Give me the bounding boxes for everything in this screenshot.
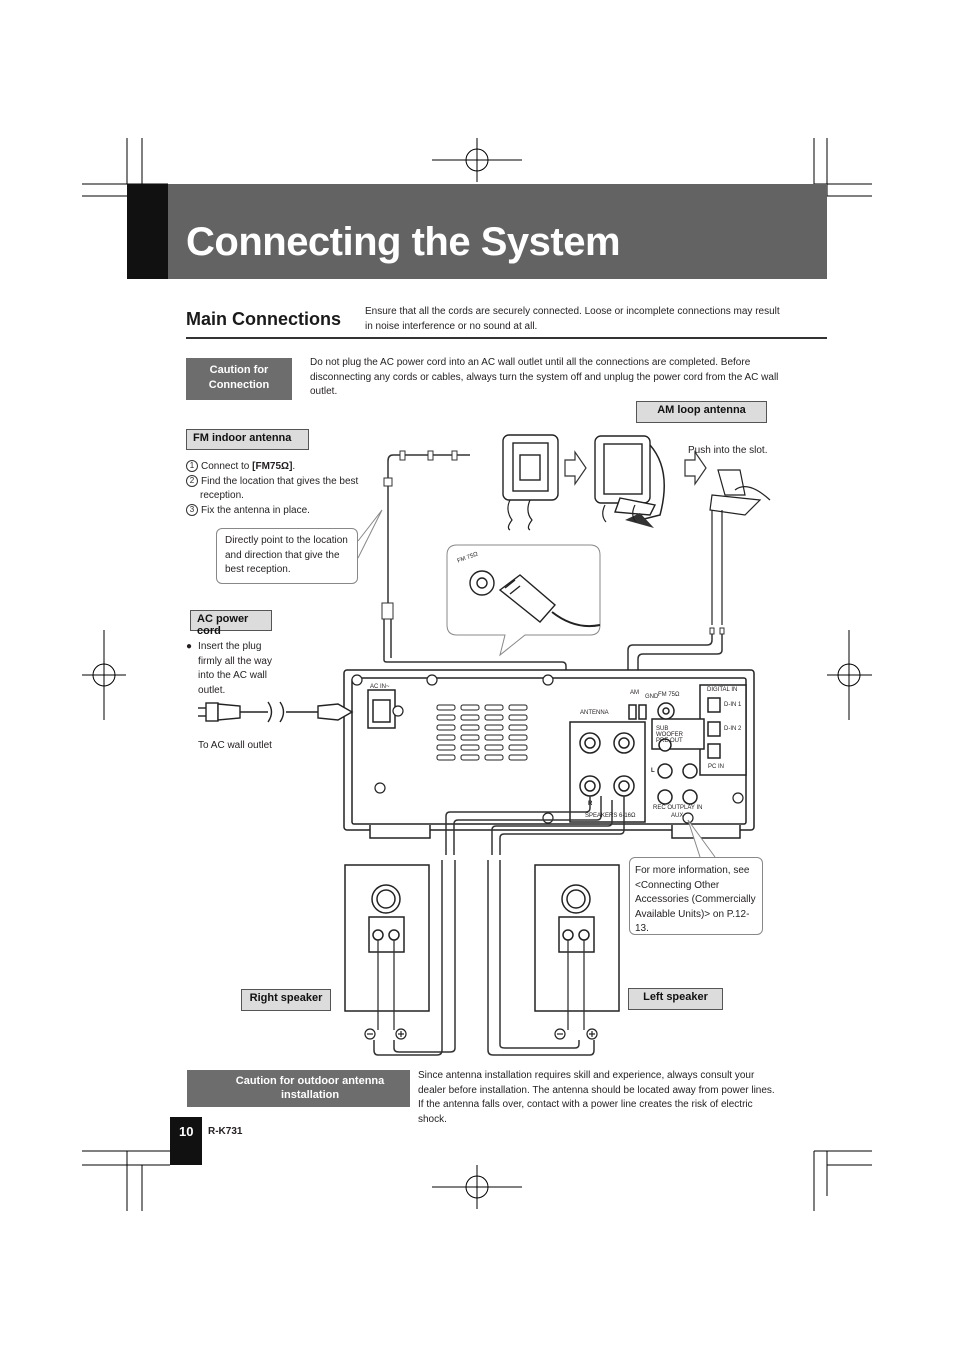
play-in-label: PLAY IN <box>680 805 703 811</box>
din1-label: D-IN 1 <box>724 702 742 708</box>
speakers-label: SPEAKERS 6-16Ω <box>585 813 636 819</box>
ac-cord-label: AC power cord <box>190 610 272 637</box>
l-label: L <box>651 768 655 774</box>
outdoor-caution-label: Caution for outdoor antenna installation <box>187 1070 410 1107</box>
ac-cord-bullet: ● Insert the plug firmly all the way int… <box>186 640 286 698</box>
info-callout: For more information, see <Connecting Ot… <box>629 857 763 935</box>
am-port-label: AM <box>630 690 639 696</box>
section-title: Main Connections <box>186 309 342 329</box>
rec-out-label: REC OUT <box>653 805 680 811</box>
gnd-label: GND <box>645 694 659 700</box>
bullet-icon: ● <box>186 641 193 652</box>
aux-label: AUX <box>671 813 684 819</box>
page-number: 10 <box>179 1124 194 1139</box>
outdoor-caution-text: Since antenna installation requires skil… <box>418 1070 775 1125</box>
left-speaker-label: Left speaker <box>628 988 723 1010</box>
caution-connection-text: Do not plug the AC power cord into an AC… <box>310 357 779 397</box>
subwoofer-label: SUB WOOFER PRE OUT <box>656 726 683 744</box>
page-title: Connecting the System <box>186 220 621 264</box>
am-push-note: Push into the slot. <box>688 445 768 456</box>
model-name: R-K731 <box>208 1126 243 1137</box>
din2-label: D-IN 2 <box>724 726 742 732</box>
ac-in-label: AC IN~ <box>370 684 390 690</box>
fm-direction-callout: Directly point to the location and direc… <box>216 528 358 584</box>
title-bar <box>168 184 827 279</box>
digital-in-label: DIGITAL IN <box>707 687 738 693</box>
pcin-label: PC IN <box>708 764 725 770</box>
right-speaker-label: Right speaker <box>241 989 331 1011</box>
intro-text: Ensure that all the cords are securely c… <box>365 306 780 332</box>
title-tab <box>127 184 168 279</box>
caution-connection-label: Caution for Connection <box>186 358 292 400</box>
fm75-label: FM 75Ω <box>658 692 680 698</box>
fm-antenna-label: FM indoor antenna <box>186 429 309 450</box>
am-antenna-label: AM loop antenna <box>636 401 767 423</box>
section-rule <box>186 337 827 339</box>
antenna-label: ANTENNA <box>580 710 609 716</box>
r-label: R <box>588 801 593 807</box>
ac-outlet-text: To AC wall outlet <box>198 740 272 751</box>
page-number-box <box>170 1117 202 1165</box>
